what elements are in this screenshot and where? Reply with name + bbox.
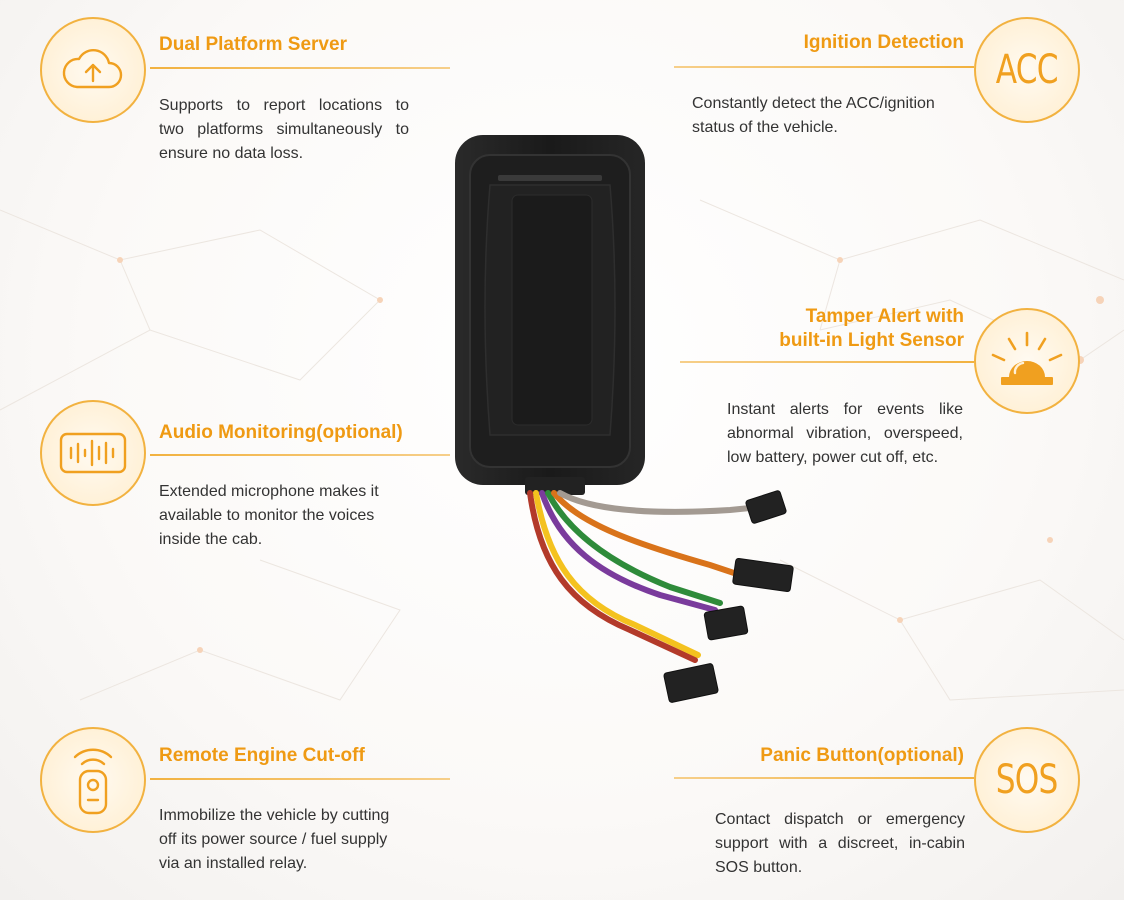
feature-desc-line: via an installed relay. [159, 855, 308, 872]
divider-line [674, 66, 974, 68]
feature-desc-line: Supports to report locations to [159, 97, 409, 114]
feature-title: Remote Engine Cut-off [159, 745, 365, 766]
audio-badge [40, 400, 146, 506]
gps-tracker-device-image [455, 135, 794, 703]
feature-dual-platform: Dual Platform Server [159, 33, 459, 57]
divider-line [150, 67, 450, 69]
feature-desc-line: Constantly detect the ACC/ignition [692, 95, 935, 112]
feature-desc-line: two platforms simultaneously to [159, 121, 409, 138]
acc-icon: ACC [995, 47, 1059, 93]
feature-desc-line: Instant alerts for events like [727, 401, 963, 418]
feature-desc-line: status of the vehicle. [692, 119, 838, 136]
feature-desc-line: available to monitor the voices [159, 507, 375, 524]
feature-panic-desc: Contact dispatch or emergency support wi… [715, 808, 965, 880]
feature-desc-line: off its power source / fuel supply [159, 831, 388, 848]
feature-title-line: built-in Light Sensor [779, 330, 964, 351]
dual-platform-badge [40, 17, 146, 123]
feature-audio-desc: Extended microphone makes it available t… [159, 480, 399, 552]
feature-ignition: Ignition Detection [664, 31, 964, 55]
feature-ignition-desc: Constantly detect the ACC/ignition statu… [692, 92, 972, 140]
feature-title: Audio Monitoring(optional) [159, 422, 403, 443]
feature-remote-cutoff-desc: Immobilize the vehicle by cutting off it… [159, 804, 429, 876]
feature-tamper-desc: Instant alerts for events like abnormal … [727, 398, 963, 470]
feature-desc-line: Immobilize the vehicle by cutting [159, 807, 390, 824]
feature-dual-platform-desc: Supports to report locations to two plat… [159, 94, 409, 166]
feature-title: Dual Platform Server [159, 34, 347, 55]
feature-audio: Audio Monitoring(optional) [159, 421, 459, 445]
feature-title-line: Tamper Alert with [805, 306, 964, 327]
remote-cutoff-badge [40, 727, 146, 833]
feature-tamper: Tamper Alert with built-in Light Sensor [664, 305, 964, 353]
tamper-badge [974, 308, 1080, 414]
audio-wave-icon [59, 432, 127, 474]
feature-desc-line: inside the cab. [159, 531, 263, 548]
feature-desc-line: support with a discreet, in-cabin [715, 835, 965, 852]
feature-desc-line: Extended microphone makes it [159, 483, 379, 500]
divider-line [150, 778, 450, 780]
feature-title: Panic Button(optional) [760, 745, 964, 766]
divider-line [674, 777, 974, 779]
cloud-upload-icon [62, 48, 123, 89]
feature-panic: Panic Button(optional) [664, 744, 964, 768]
remote-control-icon [73, 748, 113, 815]
feature-desc-line: abnormal vibration, overspeed, [727, 425, 963, 442]
feature-desc-line: Contact dispatch or emergency [715, 811, 965, 828]
feature-desc-line: ensure no data loss. [159, 145, 304, 162]
feature-remote-cutoff: Remote Engine Cut-off [159, 744, 459, 768]
ignition-badge: ACC [974, 17, 1080, 123]
divider-line [150, 454, 450, 456]
feature-desc-line: low battery, power cut off, etc. [727, 449, 939, 466]
feature-title: Ignition Detection [803, 32, 964, 53]
panic-badge: SOS [974, 727, 1080, 833]
divider-line [680, 361, 974, 363]
feature-desc-line: SOS button. [715, 859, 803, 876]
alarm-beacon-icon [991, 331, 1063, 385]
sos-icon: SOS [996, 757, 1059, 803]
